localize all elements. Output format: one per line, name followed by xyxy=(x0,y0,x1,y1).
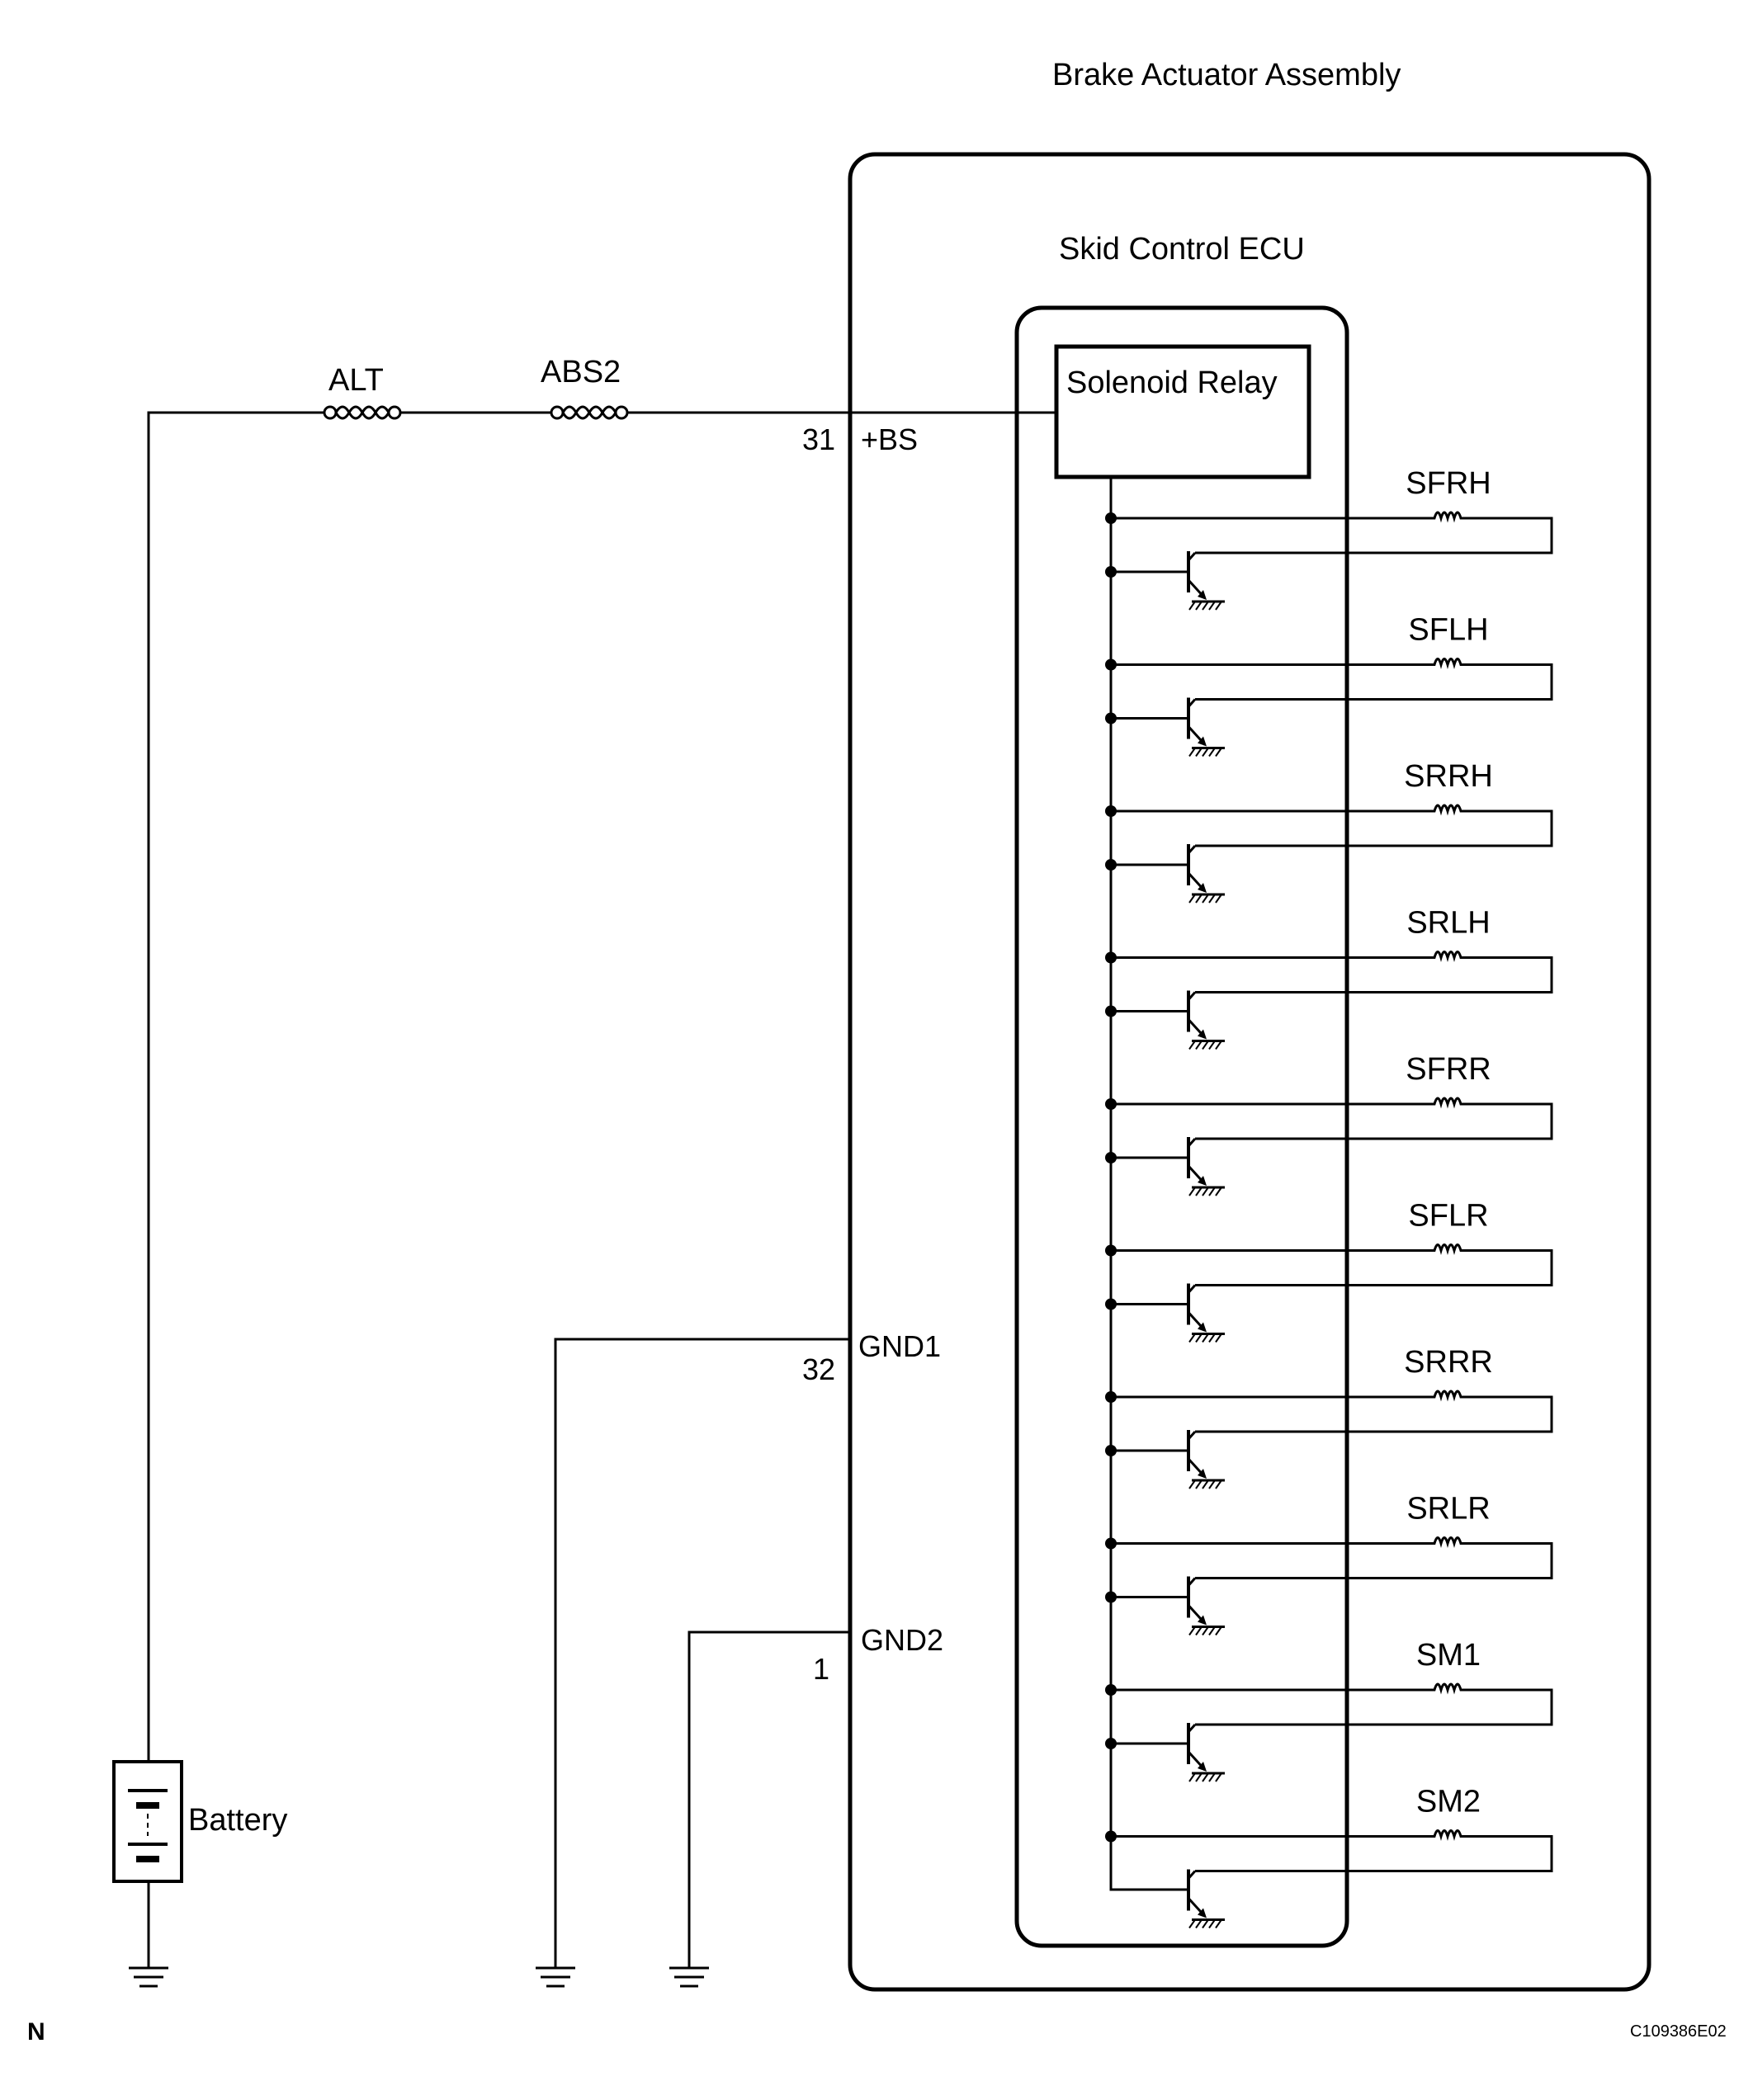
transistor-icon xyxy=(1187,1576,1225,1636)
solenoid-coil-icon xyxy=(1426,658,1471,669)
terminal-32-pin: 32 xyxy=(802,1352,835,1386)
relay-output-bus xyxy=(1109,477,1188,1891)
terminal-bs-name: +BS xyxy=(861,422,918,456)
transistor-icon xyxy=(1187,844,1225,904)
gnd1-wire xyxy=(554,1338,850,1968)
solenoid-channel-sfrh: SFRH xyxy=(1105,466,1553,611)
fuse-alt xyxy=(323,405,402,420)
brake-actuator-assembly-box xyxy=(848,152,1651,1992)
solenoid-channel-sm2: SM2 xyxy=(1105,1785,1553,1929)
solenoid-label: SFLH xyxy=(1408,613,1488,648)
solenoid-coil-icon xyxy=(1426,1682,1471,1695)
solenoid-channel-sm1: SM1 xyxy=(1105,1638,1553,1782)
solenoid-label: SFRR xyxy=(1406,1052,1491,1087)
solenoid-channel-sflh: SFLH xyxy=(1105,613,1553,757)
terminal-31-pin: 31 xyxy=(802,422,835,456)
ground-icon xyxy=(536,1966,575,1988)
terminal-gnd2-name: GND2 xyxy=(861,1623,943,1657)
solenoid-coil-icon xyxy=(1426,511,1471,523)
solenoid-coil-icon xyxy=(1426,1829,1471,1841)
battery-symbol xyxy=(112,1760,183,1883)
transistor-icon xyxy=(1187,990,1225,1050)
transistor-icon xyxy=(1187,1283,1225,1343)
relay-label: Solenoid Relay xyxy=(1066,366,1278,400)
transistor-icon xyxy=(1187,1137,1225,1196)
solenoid-label: SFLR xyxy=(1408,1199,1488,1234)
corner-letter: N xyxy=(27,2018,45,2046)
solenoid-channel-sfrr: SFRR xyxy=(1105,1052,1553,1196)
solenoid-channel-srrr: SRRR xyxy=(1105,1345,1553,1489)
solenoid-channel-srlr: SRLR xyxy=(1105,1492,1553,1636)
terminal-1-pin: 1 xyxy=(813,1652,829,1686)
solenoid-coil-icon xyxy=(1426,1390,1471,1402)
solenoid-coil-icon xyxy=(1426,951,1471,962)
solenoid-label: SRRR xyxy=(1404,1345,1493,1380)
fuse-alt-label: ALT xyxy=(328,363,384,398)
transistor-icon xyxy=(1187,551,1225,611)
solenoid-coil-icon xyxy=(1426,1243,1471,1255)
transistor-icon xyxy=(1187,697,1225,757)
solenoid-channel-srrh: SRRH xyxy=(1105,759,1553,904)
figure-code: C109386E02 xyxy=(1630,2022,1727,2041)
solenoid-label: SRLR xyxy=(1406,1492,1490,1527)
fuse-abs2-label: ABS2 xyxy=(541,355,621,389)
transistor-icon xyxy=(1187,1723,1225,1782)
gnd2-wire xyxy=(687,1630,850,1968)
skid-control-ecu-box xyxy=(1014,305,1349,1948)
solenoid-label: SRLH xyxy=(1406,906,1490,941)
ground-icon xyxy=(669,1966,709,1988)
transistor-icon xyxy=(1187,1430,1225,1489)
solenoid-coil-icon xyxy=(1426,804,1471,816)
assembly-label: Brake Actuator Assembly xyxy=(1052,58,1401,92)
terminal-gnd1-name: GND1 xyxy=(858,1329,941,1363)
ground-icon xyxy=(129,1966,168,1988)
solenoid-label: SM1 xyxy=(1416,1638,1481,1673)
solenoid-label: SFRH xyxy=(1406,466,1491,501)
supply-wire xyxy=(147,411,324,1762)
transistor-icon xyxy=(1187,1869,1225,1929)
solenoid-channel-sflr: SFLR xyxy=(1105,1199,1553,1343)
fuse-abs2 xyxy=(550,405,629,420)
solenoid-coil-icon xyxy=(1426,1536,1471,1548)
battery-label: Battery xyxy=(188,1803,287,1838)
ecu-label: Skid Control ECU xyxy=(1059,232,1305,267)
solenoid-label: SM2 xyxy=(1416,1785,1481,1819)
solenoid-coil-icon xyxy=(1426,1097,1471,1109)
solenoid-label: SRRH xyxy=(1404,759,1493,794)
solenoid-channel-srlh: SRLH xyxy=(1105,906,1553,1050)
